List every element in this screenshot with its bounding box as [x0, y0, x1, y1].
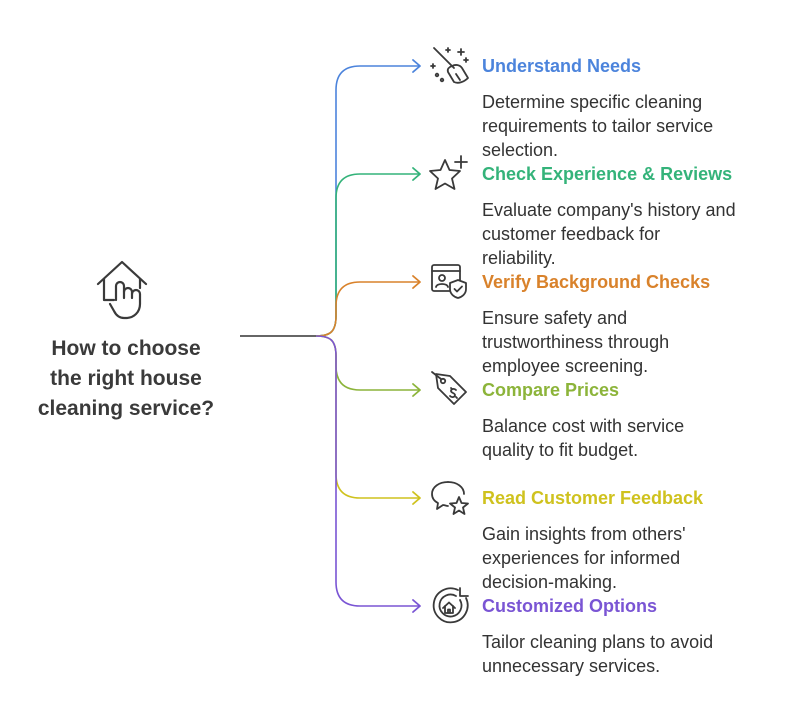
branch-title-customized-options: Customized Options	[482, 596, 657, 616]
description-line: quality to fit budget.	[482, 440, 639, 460]
sparkle-broom-icon	[430, 47, 469, 84]
branch-title-compare-prices: Compare Prices	[482, 380, 620, 400]
description-line: decision-making.	[482, 572, 618, 592]
description-line: Gain insights from others'	[482, 524, 686, 544]
arrowhead-verify-background	[412, 275, 421, 289]
description-line: Balance cost with service	[482, 416, 685, 436]
description-line: trustworthiness through	[482, 332, 670, 352]
branch-title-read-feedback: Read Customer Feedback	[482, 488, 704, 508]
house-touch-icon	[96, 260, 148, 320]
description-line: requirements to tailor service	[482, 116, 714, 136]
branch-description-verify-background: Ensure safety and trustworthiness throug…	[482, 306, 782, 378]
price-tag-icon	[431, 371, 467, 405]
description-line: Evaluate company's history and	[482, 200, 736, 220]
house-target-icon	[432, 587, 469, 624]
connector-check-experience	[315, 173, 420, 337]
branch-description-read-feedback: Gain insights from others' experiences f…	[482, 522, 782, 594]
connector-verify-background	[315, 281, 420, 337]
connector-understand-needs	[315, 65, 420, 337]
central-topic: How to choose the right house cleaning s…	[18, 334, 234, 424]
branch-description-customized-options: Tailor cleaning plans to avoid unnecessa…	[482, 630, 782, 678]
central-title-line: cleaning service?	[37, 397, 215, 420]
arrowhead-customized-options	[412, 599, 421, 613]
branch-title-check-experience: Check Experience & Reviews	[482, 164, 733, 184]
description-line: employee screening.	[482, 356, 649, 376]
connector-customized-options	[315, 335, 420, 607]
connector-read-feedback	[315, 335, 420, 499]
arrowhead-understand-needs	[412, 59, 421, 73]
description-line: reliability.	[482, 248, 556, 268]
central-title-line: How to choose	[51, 337, 201, 360]
branch-description-compare-prices: Balance cost with service quality to fit…	[482, 414, 782, 462]
branch-title-verify-background: Verify Background Checks	[482, 272, 711, 292]
chat-star-icon	[431, 481, 469, 515]
arrowhead-read-feedback	[412, 491, 421, 505]
description-line: unnecessary services.	[482, 656, 661, 676]
description-line: Tailor cleaning plans to avoid	[482, 632, 714, 652]
central-title-line: the right house	[50, 367, 202, 390]
arrowhead-compare-prices	[412, 383, 421, 397]
description-line: customer feedback for	[482, 224, 661, 244]
branch-description-understand-needs: Determine specific cleaning requirements…	[482, 90, 782, 162]
description-line: Ensure safety and	[482, 308, 628, 328]
star-plus-icon	[429, 155, 468, 190]
connector-compare-prices	[315, 335, 420, 391]
branch-title-understand-needs: Understand Needs	[482, 56, 642, 76]
branch-description-check-experience: Evaluate company's history and customer …	[482, 198, 782, 270]
description-line: selection.	[482, 140, 559, 160]
description-line: experiences for informed	[482, 548, 681, 568]
id-card-shield-icon	[431, 264, 467, 299]
description-line: Determine specific cleaning	[482, 92, 703, 112]
arrowhead-check-experience	[412, 167, 421, 181]
